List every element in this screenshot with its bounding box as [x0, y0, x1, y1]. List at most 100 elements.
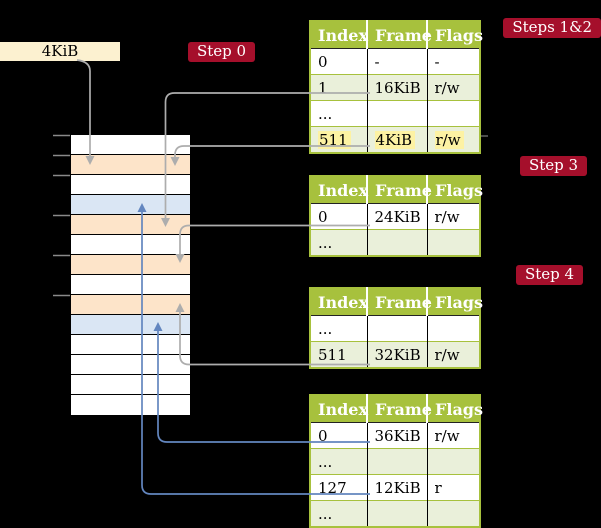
- cell-value: ...: [318, 452, 333, 471]
- cell-value: 127: [318, 478, 347, 497]
- cell-value: 0: [318, 52, 328, 71]
- table-cell: -: [427, 48, 480, 75]
- table-cell: r/w: [427, 203, 480, 230]
- memory-frame-row: [71, 155, 190, 175]
- cell-value: ...: [318, 104, 333, 123]
- table-cell: 4KiB: [367, 126, 428, 153]
- table-row: ...: [310, 229, 480, 256]
- table-row: 1 16KiB r/w: [310, 74, 480, 101]
- column-header: Flags: [427, 395, 483, 423]
- table-cell: 0: [310, 422, 368, 449]
- memory-frame-row: [71, 375, 190, 395]
- table-cell: ...: [310, 315, 368, 342]
- memory-frame-row: [71, 175, 190, 195]
- cell-value: 0: [318, 426, 328, 445]
- table-cell: 1: [310, 74, 368, 101]
- cell-value: ...: [318, 504, 333, 523]
- table-cell: 127: [310, 474, 368, 501]
- table-cell: ...: [310, 448, 368, 475]
- cell-value: r/w: [434, 345, 460, 364]
- table-cell: [427, 315, 480, 342]
- column-header: Frame: [367, 395, 432, 423]
- table-cell: ...: [310, 229, 368, 256]
- table-cell: [367, 315, 428, 342]
- cell-value: 24KiB: [374, 207, 421, 226]
- table-cell: [427, 500, 480, 527]
- column-header: Frame: [367, 176, 432, 204]
- cell-value: r/w: [434, 426, 460, 445]
- cell-value: r/w: [434, 78, 460, 97]
- table-row: 0 - -: [310, 48, 480, 75]
- cell-value: -: [374, 52, 380, 71]
- cell-value: 16KiB: [374, 78, 421, 97]
- table-cell: r/w: [427, 341, 480, 368]
- table-cell: [367, 100, 428, 127]
- table-cell: r/w: [427, 422, 480, 449]
- column-header: Frame: [367, 288, 432, 316]
- table-cell: r/w: [427, 126, 480, 153]
- table-cell: [367, 500, 428, 527]
- table-row: 127 12KiB r: [310, 474, 480, 501]
- memory-frame-row: [71, 315, 190, 335]
- table-cell: ...: [310, 100, 368, 127]
- table-cell: r/w: [427, 74, 480, 101]
- table-cell: 12KiB: [367, 474, 428, 501]
- column-header: Index: [310, 176, 368, 204]
- table-cell: r: [427, 474, 480, 501]
- table-cell: [367, 448, 428, 475]
- table-cell: 0: [310, 203, 368, 230]
- step4-badge: Step 4: [516, 265, 584, 285]
- memory-frame-row: [71, 235, 190, 255]
- step3-badge: Step 3: [520, 156, 588, 176]
- cell-value: ...: [318, 319, 333, 338]
- table-row: 0 24KiB r/w: [310, 203, 480, 230]
- column-header: Flags: [427, 21, 483, 49]
- table-cell: 511: [310, 126, 368, 153]
- table-cell: [367, 229, 428, 256]
- cell-value: r: [434, 478, 442, 497]
- memory-frame-row: [71, 395, 190, 415]
- column-header: Flags: [427, 176, 483, 204]
- cell-value: 0: [318, 207, 328, 226]
- cell-value: r/w: [434, 207, 460, 226]
- table-row: 511 32KiB r/w: [310, 341, 480, 368]
- cell-value: 1: [318, 78, 328, 97]
- column-header: Frame: [367, 21, 432, 49]
- cell-value: ...: [318, 233, 333, 252]
- page-size-label: 4KiB: [41, 42, 79, 60]
- steps-1-2-badge: Steps 1&2: [503, 18, 601, 38]
- table-cell: [427, 448, 480, 475]
- memory-frame-row: [71, 255, 190, 275]
- memory-frame-row: [71, 295, 190, 315]
- memory-frame-row: [71, 335, 190, 355]
- memory-frame-row: [71, 275, 190, 295]
- cell-value: 32KiB: [374, 345, 421, 364]
- cell-value: 511: [318, 345, 347, 364]
- memory-frame-row: [71, 135, 190, 155]
- table-cell: -: [367, 48, 428, 75]
- column-header: Flags: [427, 288, 483, 316]
- table-cell: 32KiB: [367, 341, 428, 368]
- table-row: ...: [310, 315, 480, 342]
- column-header: Index: [310, 288, 368, 316]
- column-header: Index: [310, 395, 368, 423]
- table-row: ...: [310, 500, 480, 527]
- table-cell: 16KiB: [367, 74, 428, 101]
- table-cell: ...: [310, 500, 368, 527]
- cell-value: 511: [318, 130, 351, 149]
- address-ticks: [53, 134, 70, 297]
- memory-frame-row: [71, 195, 190, 215]
- table-cell: 0: [310, 48, 368, 75]
- cell-value: -: [434, 52, 440, 71]
- table-row: ...: [310, 100, 480, 127]
